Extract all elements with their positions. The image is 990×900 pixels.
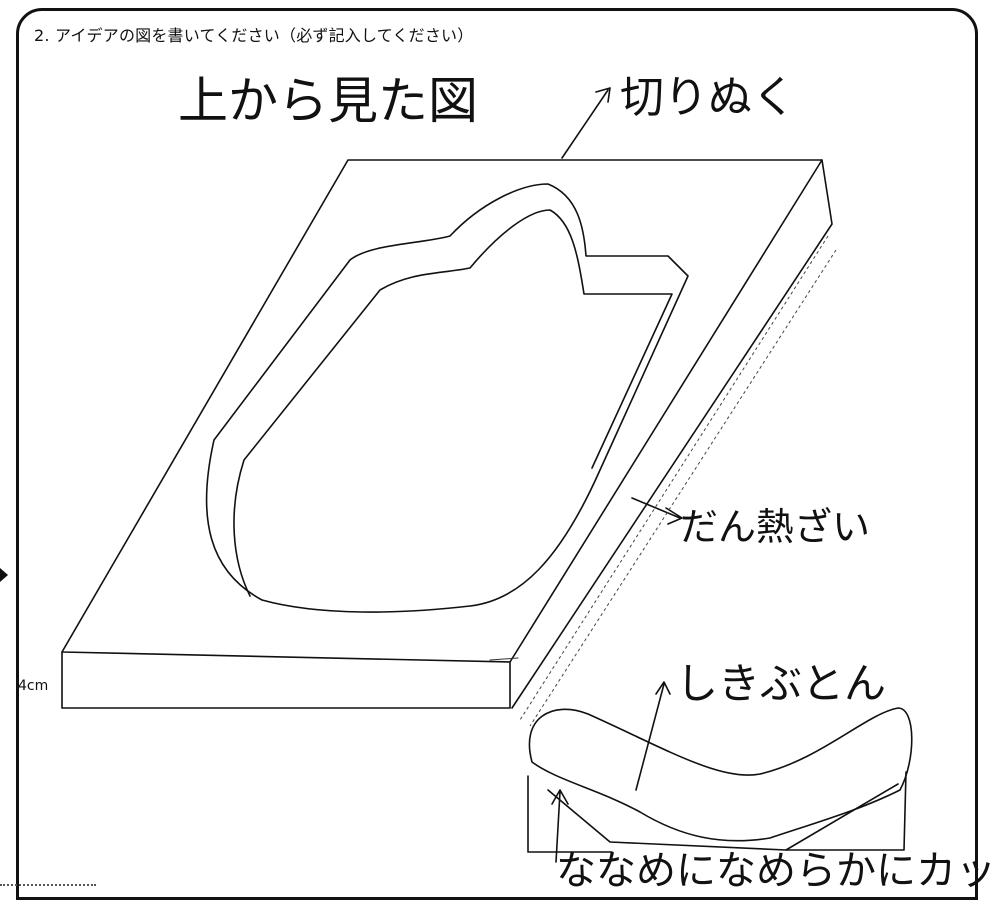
board-side-face xyxy=(511,159,833,709)
label-cushion: しきぶとん xyxy=(676,659,886,708)
label-insulation: だん熱ざい xyxy=(680,505,870,549)
label-thickness: 4cm xyxy=(18,678,48,694)
arrow-cutout xyxy=(561,87,611,159)
label-cutout: 切りぬく xyxy=(620,72,796,123)
cutout-inner-edge xyxy=(233,209,673,597)
question-prompt: 2. アイデアの図を書いてください（必ず記入してください） xyxy=(34,26,474,45)
margin-marker xyxy=(0,568,8,582)
board-top-dash xyxy=(489,657,519,661)
board-front-face xyxy=(61,651,511,709)
cushion-chamfer xyxy=(547,783,899,851)
cutout-outer-edge xyxy=(205,183,689,613)
footer-dotted-rule xyxy=(0,884,96,886)
arrow-insulation xyxy=(631,497,683,525)
arrow-cushion xyxy=(635,681,671,791)
board-side-shading xyxy=(519,235,837,727)
arrow-cut xyxy=(551,789,569,863)
cushion-base-box xyxy=(527,771,907,853)
label-cut: ななめになめらかにカット xyxy=(556,848,990,890)
sketch-title: 上から見た図 xyxy=(178,72,478,130)
cushion-body xyxy=(528,707,913,842)
